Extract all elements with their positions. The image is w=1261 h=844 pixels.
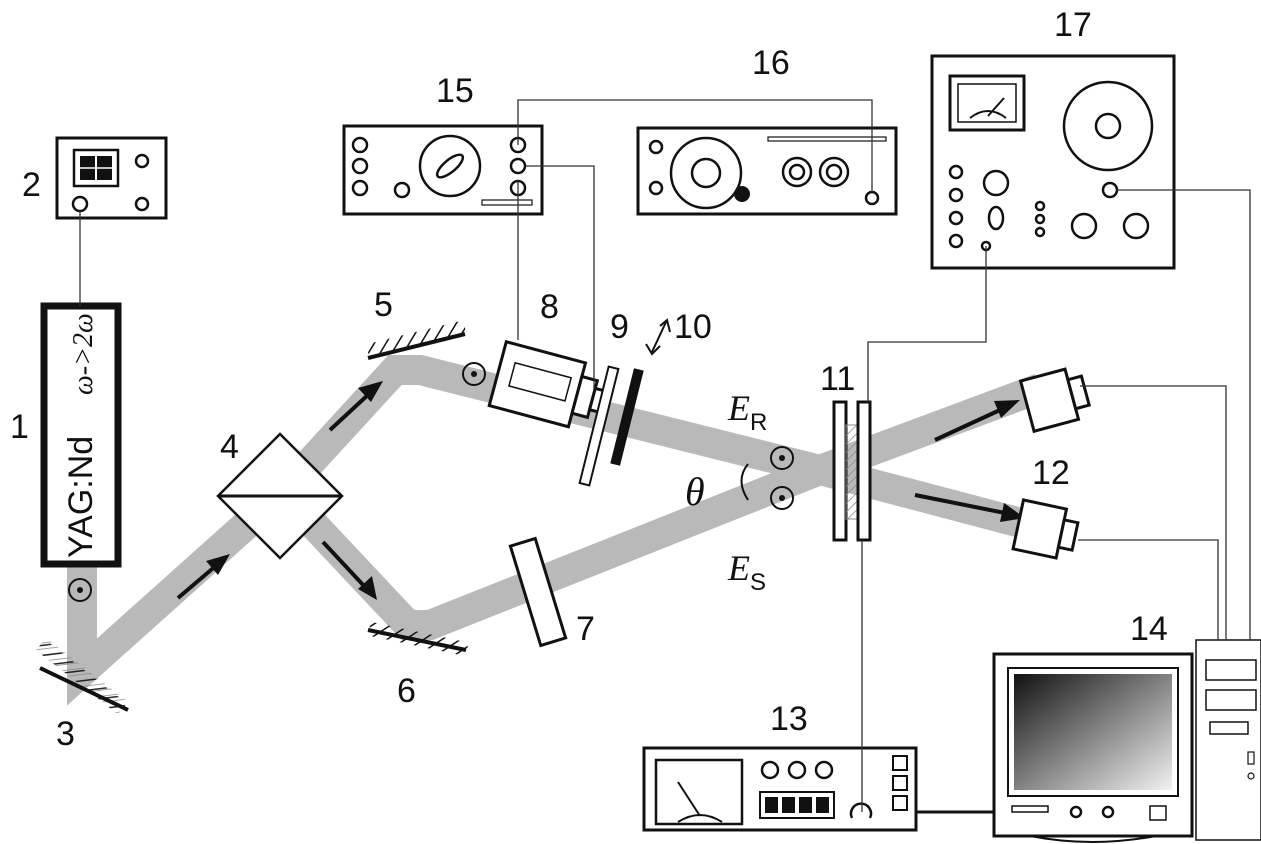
angle-arc [740,463,749,501]
computer-monitor [992,652,1194,843]
angle-theta-label: θ [685,469,705,514]
label-13: 13 [770,700,808,738]
label-6: 6 [397,672,416,710]
label-11: 11 [820,360,855,398]
signal-beam-label: ES [727,548,766,596]
measuring-unit [642,746,918,832]
photodetector-top [1018,367,1092,434]
electro-optic-modulator [487,339,607,429]
signal-wires [517,99,1251,814]
beam-direction-arrows [176,381,1025,600]
sample-cell [832,400,872,542]
laser-power-supply [55,136,168,306]
mirror-3 [36,637,129,715]
label-8: 8 [540,288,559,326]
beam-signal-arm [272,373,1046,640]
label-5: 5 [374,286,393,324]
arrow-icon [934,400,1020,442]
double-arrow-icon [645,318,671,356]
mirror-6 [367,621,469,657]
beam-reference-arm [271,355,1044,543]
lock-in-amplifier [930,54,1176,270]
computer-case [1195,639,1261,841]
arrow-icon [328,381,383,432]
polarizer-10 [610,318,671,466]
beam-splitter-cube [216,432,344,560]
polarization-dot-icon [462,362,486,386]
beam-symbols: θ ER ES [685,388,767,596]
label-4: 4 [220,428,239,466]
laser-source: YAG:Nd ω->2ω [40,302,122,568]
component-labels: 1 2 3 4 5 6 7 8 9 10 11 12 13 14 15 16 1… [10,6,1168,753]
high-voltage-supply [636,126,898,216]
label-2: 2 [22,166,41,204]
reference-beam-label: ER [727,388,767,436]
polarization-dot-icon [770,486,794,510]
signal-generator [342,124,544,216]
wave-plate-9 [578,365,620,487]
label-1: 1 [10,408,29,446]
label-17: 17 [1054,6,1092,44]
photodetector-bottom [1011,498,1080,560]
label-9: 9 [610,308,629,346]
label-7: 7 [576,610,595,648]
laser-conversion-label: ω->2ω [68,313,99,395]
label-16: 16 [752,44,790,82]
label-10: 10 [674,308,712,346]
laser-medium-label: YAG:Nd [62,436,100,558]
label-14: 14 [1130,610,1168,648]
mirror-5 [366,320,467,360]
polarization-markers [68,362,794,602]
label-15: 15 [436,72,474,110]
polarization-dot-icon [770,446,794,470]
arrow-icon [176,554,230,600]
label-3: 3 [56,715,75,753]
label-12: 12 [1032,454,1070,492]
optical-element-7 [508,536,568,648]
polarization-dot-icon [68,578,92,602]
arrow-icon [321,540,377,600]
